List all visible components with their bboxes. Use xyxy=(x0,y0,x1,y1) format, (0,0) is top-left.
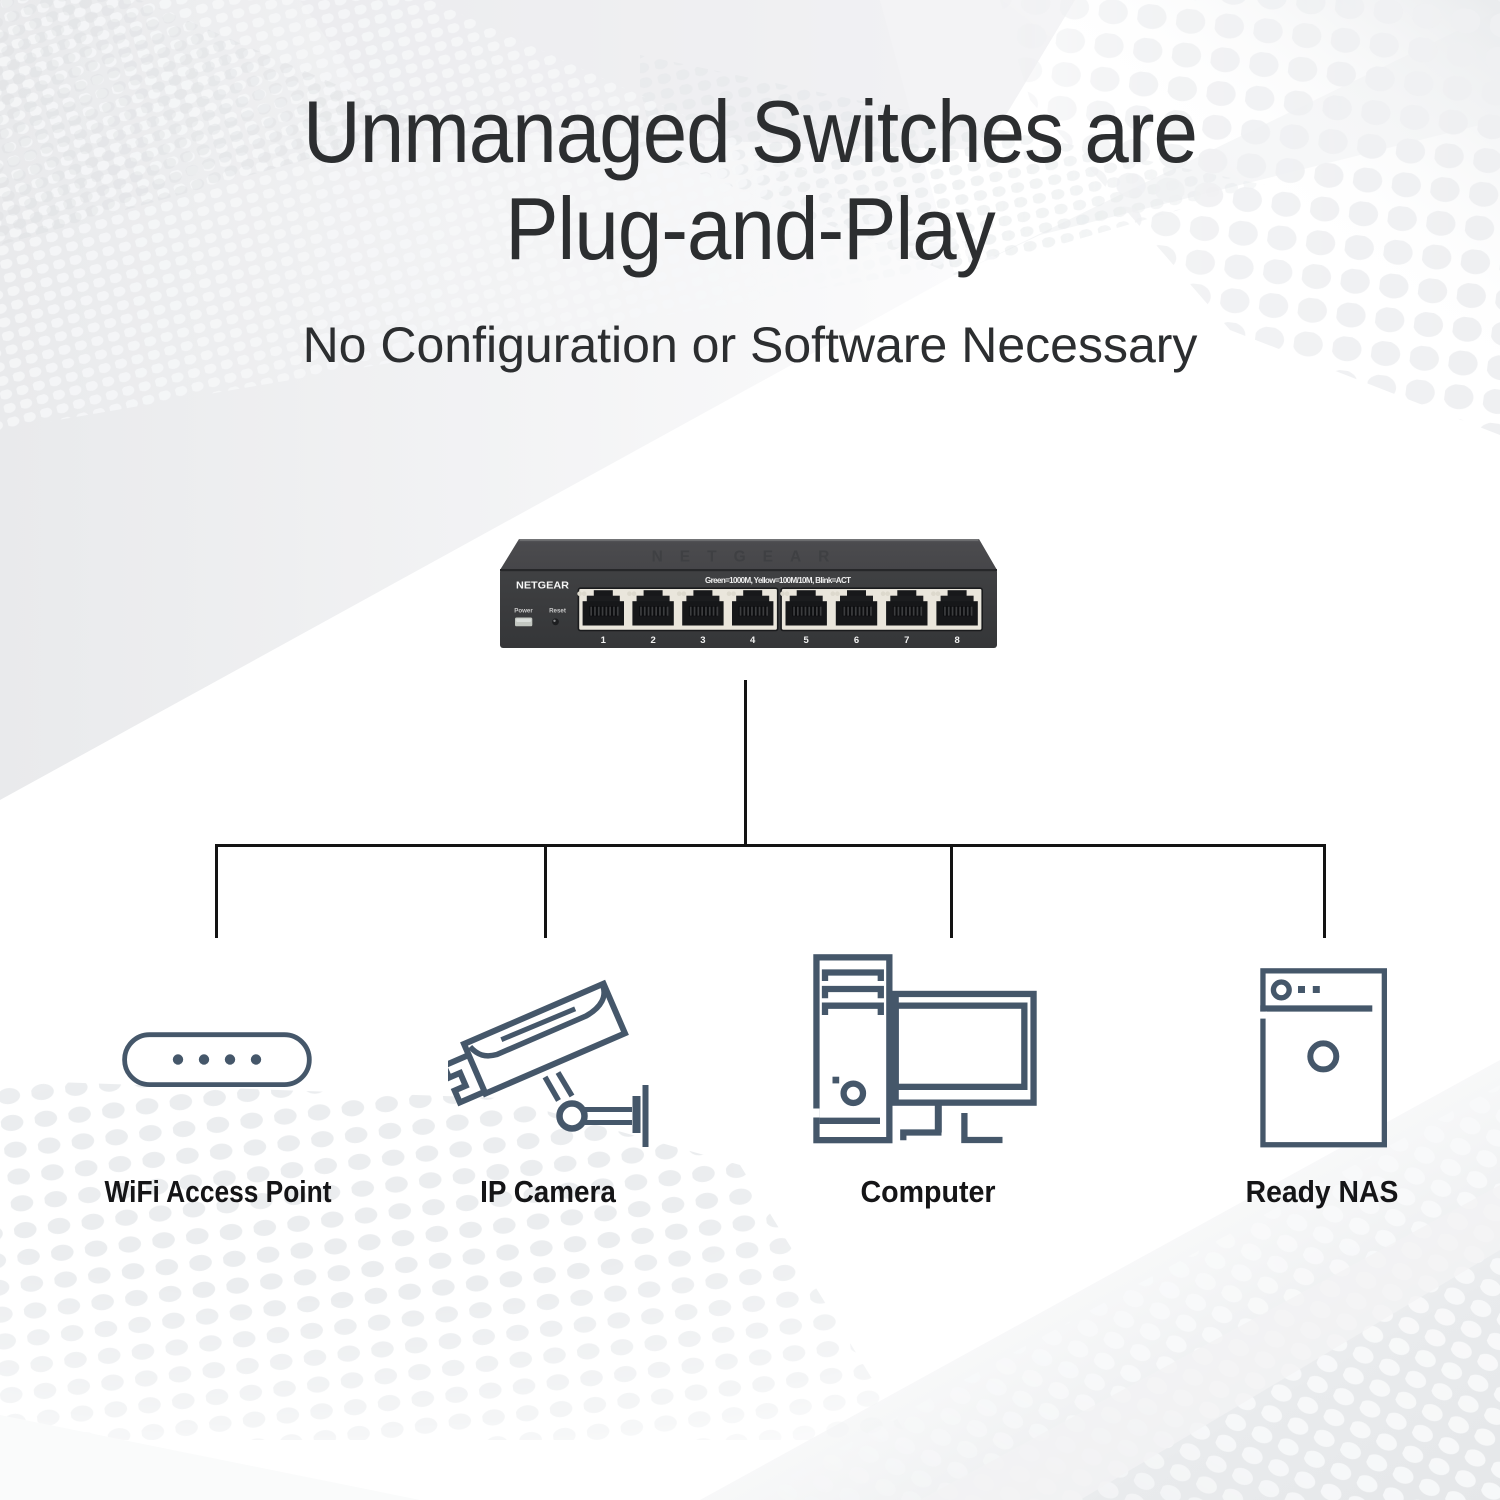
svg-text:5: 5 xyxy=(804,635,810,646)
svg-text:8: 8 xyxy=(954,635,959,646)
svg-text:Power: Power xyxy=(514,608,533,615)
svg-text:NETGEAR: NETGEAR xyxy=(516,581,570,592)
svg-text:2: 2 xyxy=(650,635,655,646)
svg-text:1: 1 xyxy=(601,635,607,646)
svg-text:3: 3 xyxy=(700,635,705,646)
svg-text:NETGEAR: NETGEAR xyxy=(652,549,847,566)
svg-text:4: 4 xyxy=(750,635,756,646)
svg-text:Reset: Reset xyxy=(549,608,566,615)
svg-text:6: 6 xyxy=(854,635,859,646)
svg-text:Green=1000M, Yellow=100M/10M,: Green=1000M, Yellow=100M/10M, Blink=ACT xyxy=(705,576,851,585)
svg-text:7: 7 xyxy=(904,635,909,646)
